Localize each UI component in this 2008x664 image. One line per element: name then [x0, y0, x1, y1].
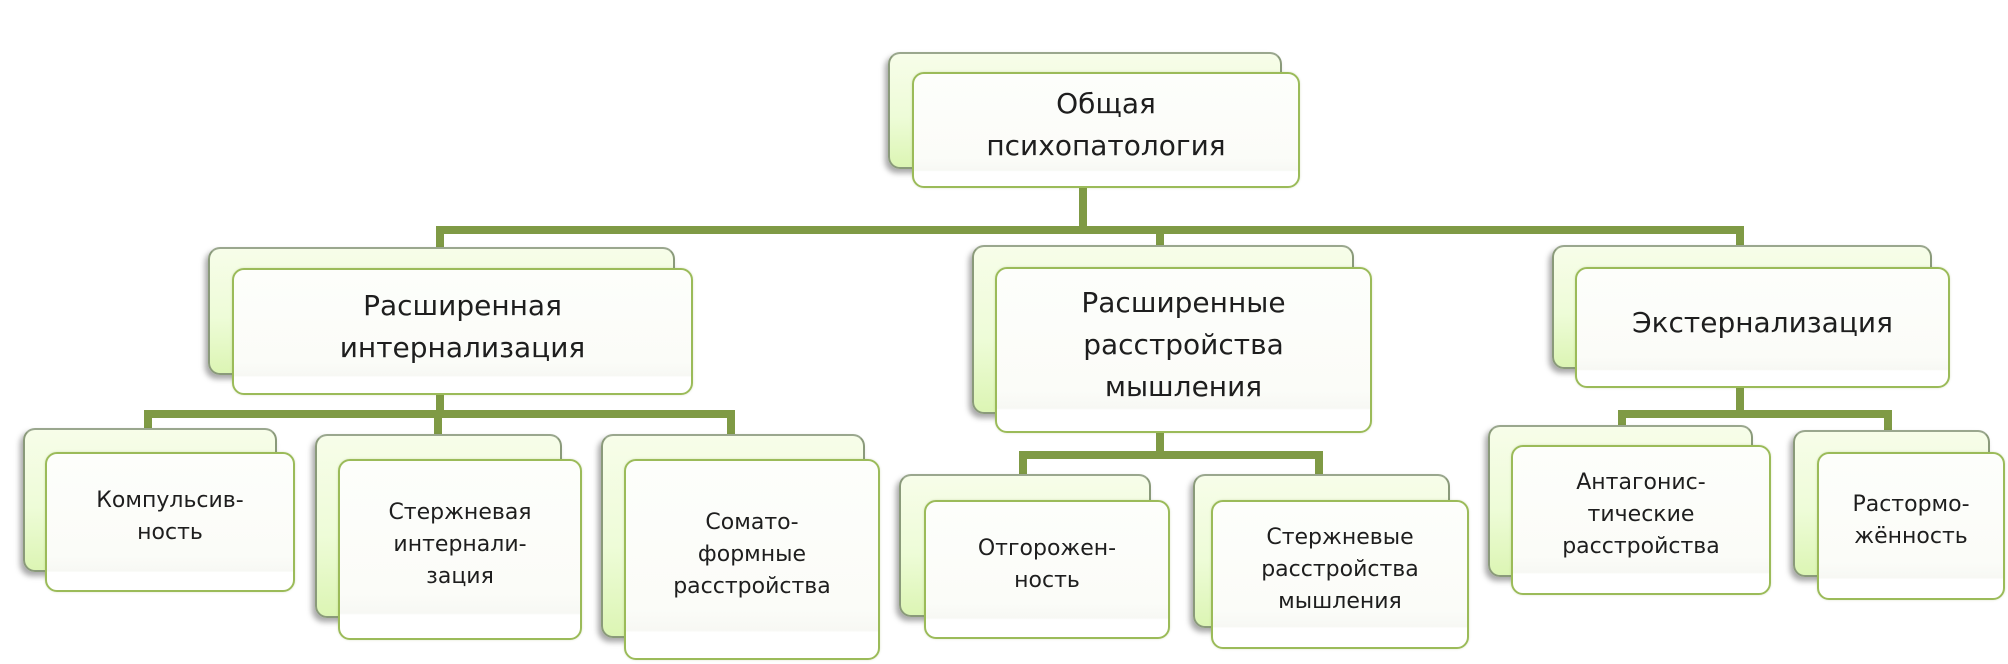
node-card[interactable]: Отгорожен- ность	[924, 500, 1170, 639]
node-card[interactable]: Общая психопатология	[912, 72, 1300, 188]
node-card[interactable]: Расширенная интернализация	[232, 268, 693, 395]
node-label: Отгорожен- ность	[977, 535, 1117, 593]
node-card[interactable]: Экстернализация	[1575, 267, 1950, 388]
node-card[interactable]: Сомато- формные расстройства	[624, 459, 880, 660]
node-label: Экстернализация	[1632, 305, 1893, 339]
node-card[interactable]: Компульсив- ность	[45, 452, 295, 592]
node-label: Стержневые расстройства мышления	[1261, 524, 1419, 614]
node-card[interactable]: Стержневая интернали- зация	[338, 459, 582, 640]
node-label: Растормо- жённость	[1852, 492, 1970, 549]
node-label: Сомато- формные расстройства	[673, 509, 831, 599]
node-card[interactable]: Антагонис- тические расстройства	[1511, 445, 1771, 595]
node-label: Компульсив- ность	[96, 488, 244, 545]
node-label: Антагонис- тические расстройства	[1562, 470, 1720, 559]
node-label: Расширенные расстройства мышления	[1081, 286, 1286, 403]
node-label: Расширенная интернализация	[339, 288, 586, 364]
node-card[interactable]: Стержневые расстройства мышления	[1211, 500, 1469, 649]
node-card[interactable]: Растормо- жённость	[1817, 452, 2005, 600]
node-label: Стержневая интернали- зация	[388, 499, 532, 589]
node-card[interactable]: Расширенные расстройства мышления	[995, 267, 1372, 433]
node-label: Общая психопатология	[986, 87, 1226, 162]
